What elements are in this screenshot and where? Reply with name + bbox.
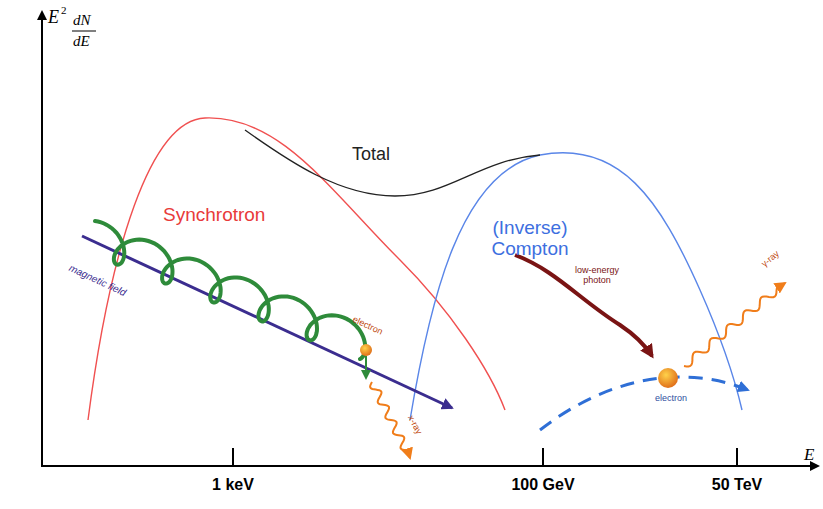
curve-label: Synchrotron — [163, 205, 265, 226]
tick-label: 50 TeV — [712, 476, 762, 494]
axis-label: dE — [73, 33, 90, 50]
axis-label: E — [804, 446, 814, 465]
photon-label: low-energy photon — [566, 266, 628, 286]
axis-label: E — [48, 8, 59, 28]
tick-label: 100 GeV — [511, 476, 574, 494]
photon-label: x-ray — [405, 414, 423, 436]
particle-label: electron — [351, 315, 384, 338]
field-label: magnetic field — [67, 262, 128, 298]
curve-label: Total — [352, 145, 390, 165]
axis-label: dN — [73, 12, 91, 29]
tick-label: 1 keV — [212, 476, 254, 494]
axis-label: 2 — [61, 4, 67, 16]
photon-label: γ-ray — [760, 249, 782, 269]
particle-label: electron — [655, 394, 687, 404]
curve-label: (Inverse) Compton — [470, 218, 590, 260]
